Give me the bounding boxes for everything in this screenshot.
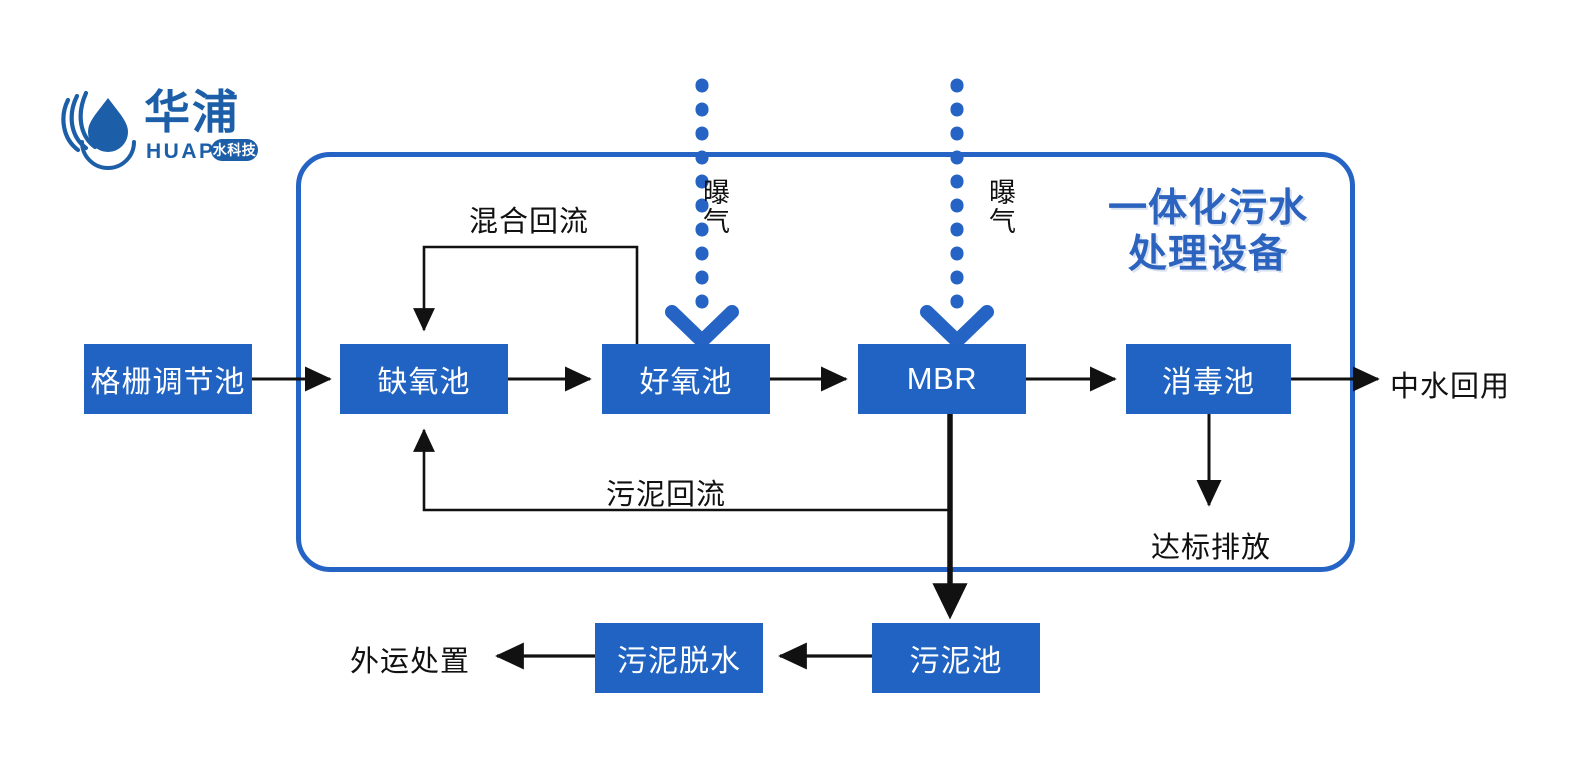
process-box-label: 缺氧池 (377, 366, 471, 399)
process-box-sludge-dewatering[interactable]: 污泥脱水 (595, 623, 763, 693)
process-box-label: 污泥脱水 (617, 645, 741, 678)
logo-badge-pill (211, 139, 258, 161)
process-box-label: 污泥池 (909, 645, 1003, 678)
label-compliant-discharge: 达标排放 (1151, 532, 1272, 564)
equipment-title: 一体化污水 处理设备 (1083, 186, 1333, 277)
logo-ring-icon (80, 140, 136, 170)
process-box-disinfection-tank[interactable]: 消毒池 (1126, 344, 1291, 414)
process-box-label: 格栅调节池 (90, 366, 246, 399)
label-aeration-2: 曝气 (985, 178, 1015, 236)
huapu-logo: 华浦 HUAPU 水科技 (58, 72, 258, 177)
process-box-sludge-tank[interactable]: 污泥池 (872, 623, 1040, 693)
process-box-anoxic-tank[interactable]: 缺氧池 (340, 344, 508, 414)
logo-chinese-name: 华浦 (144, 86, 240, 138)
logo-artwork: 华浦 HUAPU 水科技 (61, 86, 258, 170)
process-box-label: 好氧池 (639, 366, 733, 399)
process-box-grille-regulating-tank[interactable]: 格栅调节池 (84, 344, 252, 414)
equipment-title-line2: 处理设备 (1127, 232, 1288, 276)
label-mixed-recirculation: 混合回流 (469, 206, 590, 238)
logo-swirl-icon (61, 90, 98, 153)
logo-latin-name: HUAPU (146, 140, 233, 163)
process-box-label: MBR (906, 361, 978, 396)
label-reclaimed-water: 中水回用 (1390, 371, 1511, 403)
equipment-title-line1: 一体化污水 (1107, 187, 1308, 230)
label-aeration-1: 曝气 (699, 178, 729, 236)
process-box-mbr[interactable]: MBR (858, 344, 1026, 414)
label-offsite-disposal: 外运处置 (350, 646, 471, 678)
process-box-aerobic-tank[interactable]: 好氧池 (602, 344, 770, 414)
label-sludge-return: 污泥回流 (606, 479, 727, 511)
process-box-label: 消毒池 (1162, 366, 1255, 399)
water-drop-icon (88, 98, 128, 152)
integrated-equipment-enclosure (296, 152, 1355, 572)
logo-badge-label: 水科技 (213, 142, 257, 158)
